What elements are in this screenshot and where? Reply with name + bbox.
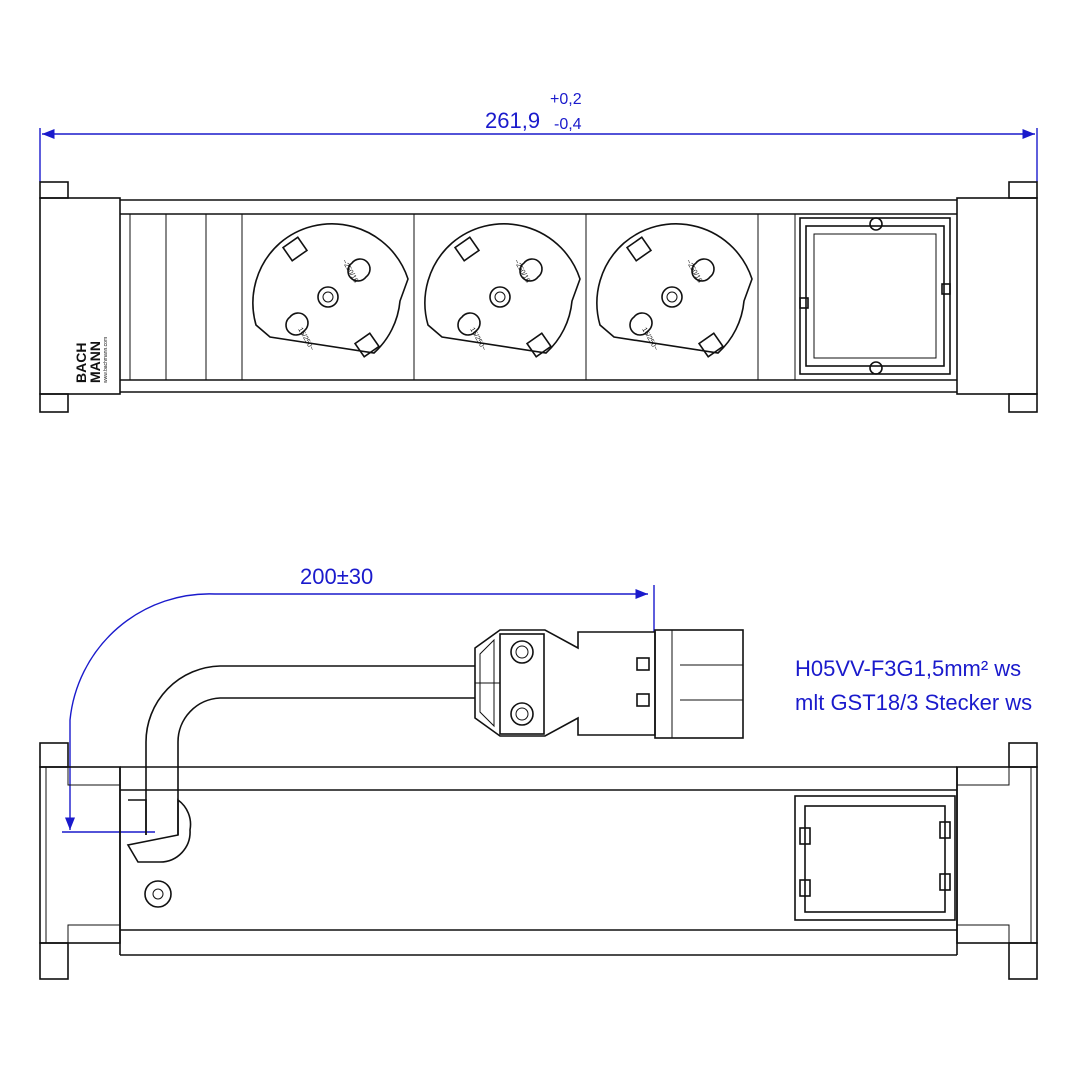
side-left-end-cap bbox=[39, 742, 121, 980]
socket-1-rating-left: 16/250~ bbox=[296, 327, 315, 353]
cable-spec-line2: mlt GST18/3 Stecker ws bbox=[795, 690, 1032, 715]
cable-gland bbox=[126, 798, 192, 908]
cable-length-label: 200±30 bbox=[300, 564, 373, 589]
socket-1: 16/250~ ~250/16 bbox=[252, 223, 409, 358]
top-view: 261,9 +0,2 -0,4 BACH MANN www.bachmann.c… bbox=[39, 91, 1038, 413]
socket-3-rating-left: 16/250~ bbox=[640, 327, 659, 353]
profile-body bbox=[120, 199, 957, 393]
left-end-cap bbox=[39, 181, 121, 413]
cable bbox=[145, 665, 475, 835]
socket-3-rating-right: ~250/16 bbox=[684, 259, 703, 285]
side-view: 200±30 H05VV-F3G1,5mm² ws mlt GST18/3 bbox=[39, 564, 1038, 980]
mounting-module-top bbox=[799, 217, 951, 375]
width-tol-lower: -0,4 bbox=[554, 116, 582, 133]
cable-spec-line1: H05VV-F3G1,5mm² ws bbox=[795, 656, 1021, 681]
width-tol-upper: +0,2 bbox=[550, 91, 582, 108]
width-nominal: 261,9 bbox=[485, 108, 540, 133]
socket-2-rating-right: ~250/16 bbox=[512, 259, 531, 285]
socket-1-rating-right: ~250/16 bbox=[340, 259, 359, 285]
mounting-module-side bbox=[794, 795, 956, 921]
cable-length-dimension: 200±30 bbox=[62, 564, 655, 833]
socket-2: 16/250~ ~250/16 bbox=[424, 223, 581, 358]
side-profile-body bbox=[119, 766, 958, 956]
brand-url: www.bachmann.com bbox=[103, 337, 109, 383]
socket-2-rating-left: 16/250~ bbox=[468, 327, 487, 353]
width-dimension: 261,9 +0,2 -0,4 bbox=[39, 91, 1038, 182]
brand-line1: BACH bbox=[73, 343, 89, 383]
brand-logo: BACH MANN www.bachmann.com bbox=[73, 337, 109, 383]
gst18-plug bbox=[474, 629, 744, 739]
socket-3: 16/250~ ~250/16 bbox=[596, 223, 753, 358]
side-right-end-cap bbox=[956, 742, 1038, 980]
right-end-cap bbox=[956, 181, 1038, 413]
brand-line2: MANN bbox=[87, 341, 103, 383]
